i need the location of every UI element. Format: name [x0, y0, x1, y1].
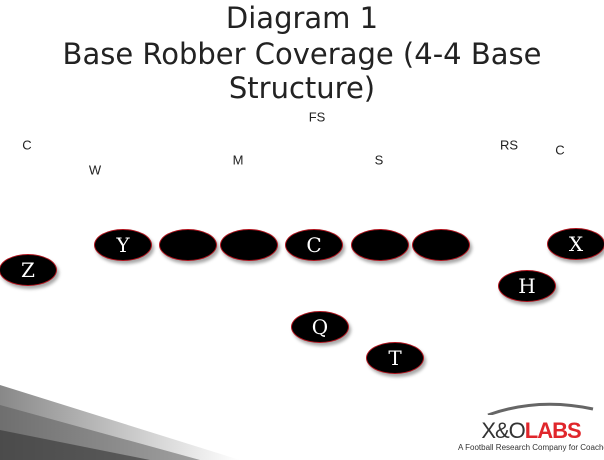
- diagram-subtitle: Base Robber Coverage (4-4 Base: [62, 37, 542, 71]
- player-left-guard: [220, 229, 278, 261]
- defender-c-right: C: [555, 142, 565, 158]
- logo-xo: X&O: [481, 418, 525, 443]
- defender-c-left: C: [22, 137, 32, 153]
- xo-labs-logo: X&OLABS A Football Research Company for …: [458, 400, 604, 453]
- logo-labs: LABS: [524, 418, 582, 443]
- player-z: Z: [0, 254, 57, 286]
- player-center: C: [285, 229, 343, 261]
- logo-tagline: A Football Research Company for Coaches: [458, 443, 604, 452]
- logo-swoosh: [487, 402, 594, 417]
- player-h: H: [498, 270, 556, 302]
- defender-fs: FS: [308, 109, 326, 125]
- defender-rs: RS: [499, 137, 519, 153]
- player-left-tackle: [159, 229, 217, 261]
- player-t: T: [366, 342, 424, 374]
- player-q: Q: [291, 311, 349, 343]
- diagram-title: Diagram 1: [225, 1, 379, 35]
- player-y: Y: [94, 229, 152, 261]
- decorative-stripes: [0, 385, 240, 460]
- player-right-tackle: [412, 229, 470, 261]
- defender-w: W: [88, 162, 102, 178]
- player-x: X: [547, 228, 604, 260]
- player-right-guard: [351, 229, 409, 261]
- defender-m: M: [232, 152, 244, 168]
- defender-s: S: [374, 152, 384, 168]
- diagram-subtitle-cont: Structure): [228, 71, 376, 105]
